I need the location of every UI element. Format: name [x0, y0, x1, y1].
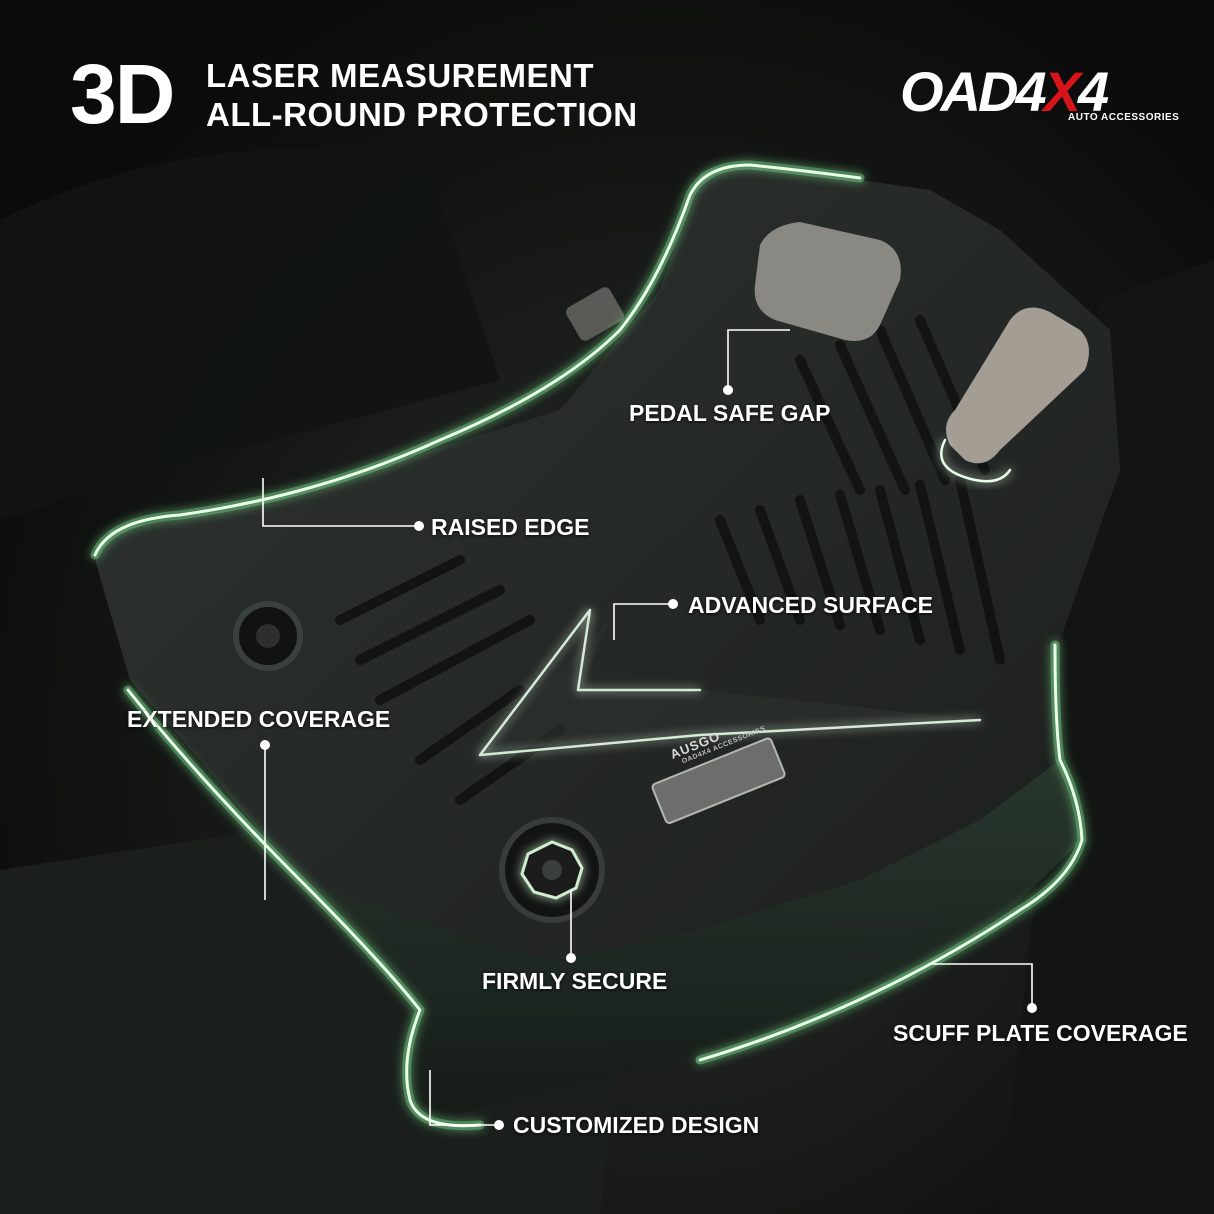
logo-tagline: AUTO ACCESSORIES — [1068, 112, 1180, 123]
callout-customized-design: CUSTOMIZED DESIGN — [513, 1112, 760, 1138]
logo-suffix: 4 — [1077, 60, 1109, 123]
accelerator-pedal — [946, 307, 1089, 464]
headline: LASER MEASUREMENT ALL-ROUND PROTECTION — [206, 56, 638, 134]
car-interior-left-panel — [0, 140, 500, 520]
callout-pedal-safe-gap: PEDAL SAFE GAP — [629, 400, 831, 426]
callout-raised-edge: RAISED EDGE — [431, 514, 590, 540]
leader-lines — [262, 329, 1033, 1126]
callout-firmly-secure: FIRMLY SECURE — [482, 968, 668, 994]
door-sill — [0, 820, 620, 1214]
v-ridge — [480, 620, 980, 750]
headline-line-2: ALL-ROUND PROTECTION — [206, 96, 638, 133]
leader-dots — [260, 385, 1037, 1130]
mat-outline — [90, 160, 1087, 1131]
dead-pedal-clip — [566, 287, 624, 341]
callout-scuff-plate-coverage: SCUFF PLATE COVERAGE — [893, 1020, 1188, 1046]
rear-anchor-center — [256, 624, 280, 648]
callout-advanced-surface: ADVANCED SURFACE — [688, 592, 933, 618]
scuff-plate — [300, 760, 1082, 1120]
hero-3d-text: 3D — [70, 47, 175, 141]
logo-x: X — [1043, 60, 1081, 123]
logo-prefix: OAD4 — [900, 60, 1047, 123]
brand-badge — [651, 737, 786, 824]
brand-logo: OAD4X4 AUTO ACCESSORIES — [900, 62, 1180, 132]
right-trim — [1000, 260, 1214, 1214]
headline-line-1: LASER MEASUREMENT — [206, 57, 595, 94]
callout-extended-coverage: EXTENDED COVERAGE — [127, 706, 391, 732]
brake-pedal — [754, 222, 901, 341]
